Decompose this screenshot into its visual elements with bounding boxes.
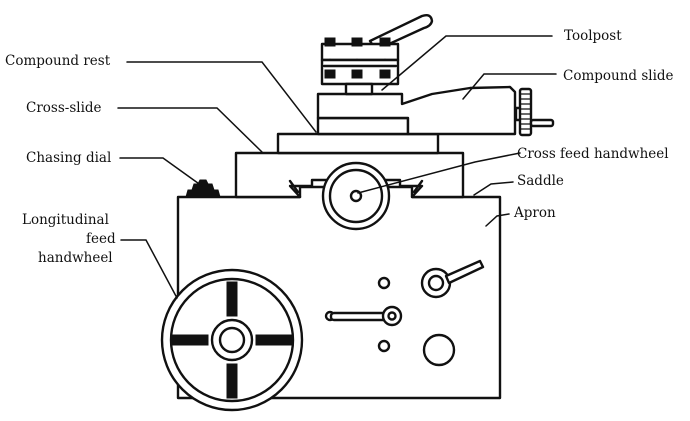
svg-text:handwheel: handwheel [38,250,113,266]
label-saddle: Saddle [517,173,564,189]
chasing-dial-gear [185,179,221,198]
label-apron: Apron [513,205,556,221]
label-cross-slide: Cross-slide [26,100,102,116]
compound-slide-body [316,85,517,136]
svg-text:Compound rest: Compound rest [5,53,111,69]
cross-slide-body [276,132,440,155]
apron-controls [324,259,485,367]
svg-text:Toolpost: Toolpost [564,28,622,44]
label-longitudinal-feed-handwheel: Longitudinal feed handwheel [22,212,116,266]
leader-lines [117,35,557,299]
label-compound-slide: Compound slide [563,68,674,84]
svg-text:Apron: Apron [513,205,556,221]
svg-text:Saddle: Saddle [517,173,564,189]
toolpost-body [320,13,434,96]
svg-text:Chasing dial: Chasing dial [26,150,111,166]
svg-text:Compound slide: Compound slide [563,68,674,84]
svg-text:Cross-slide: Cross-slide [26,100,102,116]
compound-rest-body [316,116,410,136]
svg-text:Longitudinal: Longitudinal [22,212,109,228]
cross-feed-handwheel [321,161,391,231]
label-chasing-dial: Chasing dial [26,150,111,166]
svg-text:Cross feed handwheel: Cross feed handwheel [517,146,669,162]
svg-text:feed: feed [86,231,116,247]
compound-slide-handwheel [514,87,555,137]
label-cross-feed-handwheel: Cross feed handwheel [517,146,669,162]
label-compound-rest: Compound rest [5,53,111,69]
longitudinal-feed-handwheel [160,268,304,412]
label-toolpost: Toolpost [564,28,622,44]
